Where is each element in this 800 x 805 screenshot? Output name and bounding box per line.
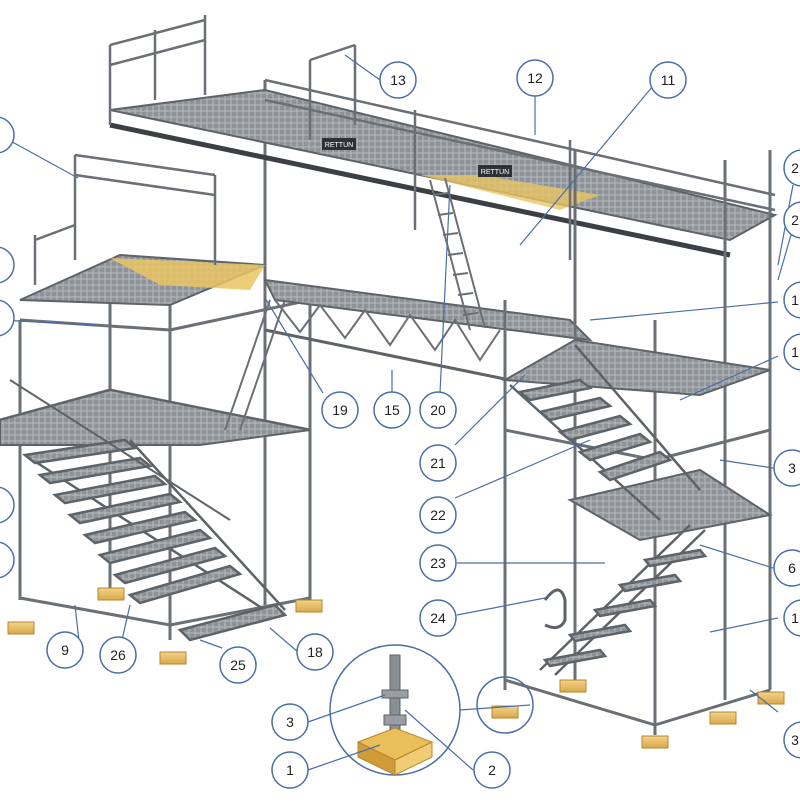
right-staircase	[509, 344, 708, 676]
svg-text:15: 15	[384, 402, 400, 418]
svg-text:3: 3	[286, 714, 294, 730]
callout-24: 24	[419, 599, 457, 637]
callout-6: 6	[773, 549, 800, 587]
callout-19: 19	[321, 391, 359, 429]
callouts: 1 2 3 3 6 9 11 12 13 15 18 19 20 21 22 2…	[0, 59, 800, 789]
callout-20: 20	[419, 391, 457, 429]
svg-text:1: 1	[286, 762, 294, 778]
svg-text:22: 22	[430, 507, 446, 523]
svg-text:1: 1	[791, 292, 799, 308]
right-lower-deck	[567, 468, 773, 542]
callout-right-3: 3	[783, 721, 800, 759]
svg-text:1: 1	[791, 610, 799, 626]
svg-text:25: 25	[230, 657, 246, 673]
callout-22: 22	[419, 496, 457, 534]
left-staircase	[9, 379, 288, 642]
callout-21: 21	[419, 444, 457, 482]
callout-2: 2	[473, 751, 511, 789]
callout-15: 15	[373, 391, 411, 429]
svg-text:6: 6	[788, 560, 796, 576]
svg-text:12: 12	[527, 70, 543, 86]
sign-text: RETTUN	[481, 169, 509, 176]
sign-text: RETTUN	[325, 142, 353, 149]
left-top-guard	[33, 153, 217, 285]
svg-text:24: 24	[430, 610, 446, 626]
callout-23: 23	[419, 544, 457, 582]
base-detail	[329, 644, 534, 776]
svg-text:21: 21	[430, 455, 446, 471]
callout-right-2-mid: 2	[783, 201, 800, 239]
top-walkway: RETTUN RETTUN	[108, 15, 778, 260]
svg-text:18: 18	[307, 644, 323, 660]
callout-right-1c: 1	[783, 599, 800, 637]
callout-9: 9	[46, 631, 84, 669]
callout-25: 25	[219, 646, 257, 684]
left-tower-feet	[7, 587, 323, 665]
callout-right-1: 1	[783, 281, 800, 319]
right-tower-feet	[491, 679, 785, 749]
svg-text:20: 20	[430, 402, 446, 418]
svg-text:2: 2	[488, 762, 496, 778]
sign-board	[322, 138, 356, 150]
callout-1: 1	[271, 751, 309, 789]
callout-18: 18	[296, 633, 334, 671]
svg-text:3: 3	[791, 732, 799, 748]
callout-26: 26	[99, 636, 137, 674]
svg-text:11: 11	[661, 72, 676, 88]
svg-text:3: 3	[788, 460, 796, 476]
access-ladder	[224, 177, 486, 431]
svg-text:2: 2	[791, 212, 799, 228]
svg-text:26: 26	[110, 647, 126, 663]
callout-3-right: 3	[773, 449, 800, 487]
callout-right-1b: 1	[783, 333, 800, 371]
callout-13: 13	[379, 61, 417, 99]
callout-12: 12	[516, 59, 554, 97]
svg-text:9: 9	[61, 642, 69, 658]
svg-text:19: 19	[332, 402, 348, 418]
svg-text:1: 1	[791, 344, 799, 360]
bridge-walkway	[263, 278, 593, 382]
callout-3: 3	[271, 703, 309, 741]
leader-lines	[0, 54, 794, 771]
svg-text:23: 23	[430, 555, 446, 571]
callout-11: 11	[649, 61, 687, 99]
svg-text:2: 2	[791, 160, 799, 176]
sign-board	[478, 165, 512, 177]
left-lower-deck	[0, 388, 311, 446]
svg-text:13: 13	[390, 72, 406, 88]
callout-left-partials	[0, 116, 15, 579]
callout-right-2-top: 2	[783, 149, 800, 187]
left-mid-deck-boards	[110, 258, 265, 290]
